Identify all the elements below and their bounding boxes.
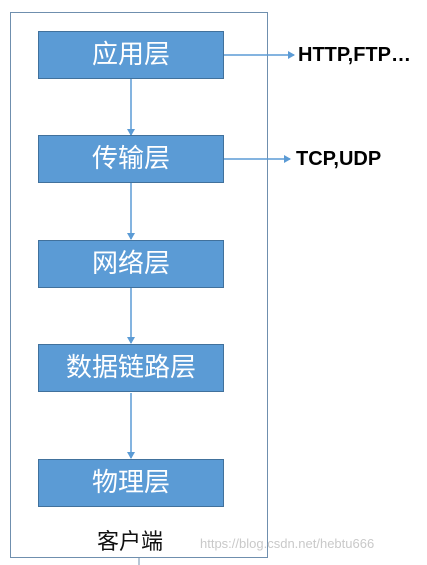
transport-protocols: TCP,UDP (296, 148, 382, 170)
layer-datalink: 数据链路层 (38, 344, 224, 392)
client-frame (10, 12, 268, 558)
layer-physical: 物理层 (38, 459, 224, 507)
watermark: https://blog.csdn.net/hebtu666 (200, 536, 375, 551)
application-protocols: HTTP,FTP… (298, 44, 411, 66)
layer-transport: 传输层 (38, 135, 224, 183)
frame-label: 客户端 (96, 530, 163, 555)
layer-application: 应用层 (38, 31, 224, 79)
layer-network: 网络层 (38, 240, 224, 288)
